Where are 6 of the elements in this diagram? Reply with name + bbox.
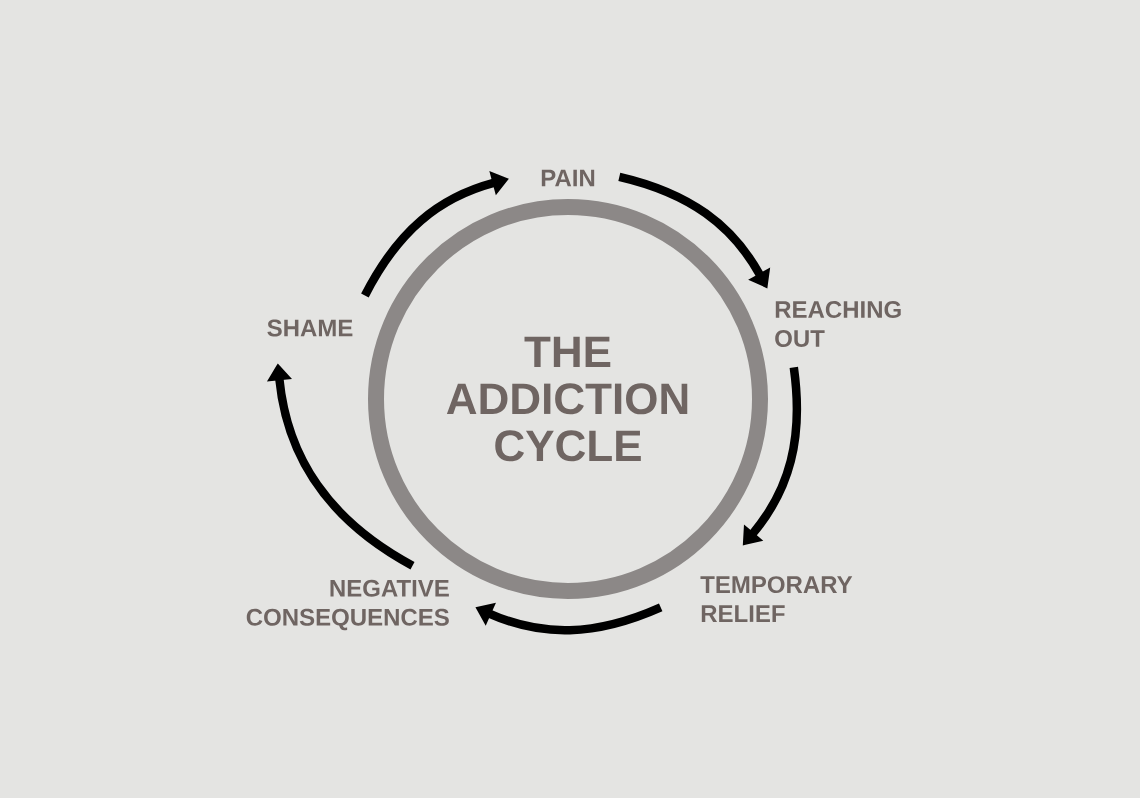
step-label: PAIN	[541, 169, 595, 187]
step-label: SHAME	[267, 319, 353, 337]
step-label: TEMPORARY RELIEF	[700, 576, 853, 622]
title: THE ADDICTION CYCLE	[446, 336, 688, 462]
step-label: NEGATIVE CONSEQUENCES	[246, 579, 449, 631]
step-label: REACHING OUT	[775, 301, 901, 347]
